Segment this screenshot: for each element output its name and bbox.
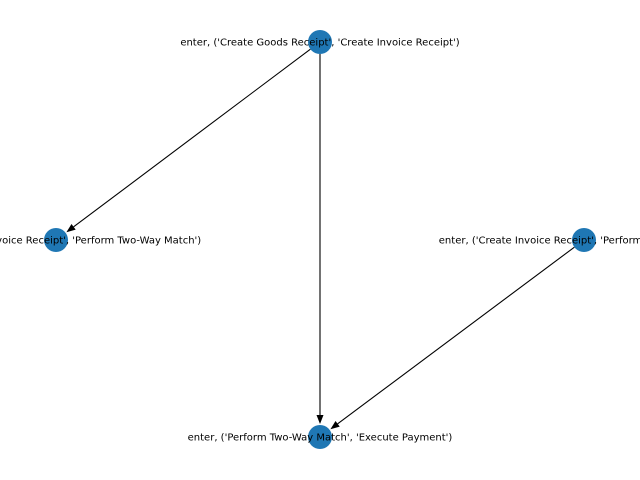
graph-node-n1 (308, 30, 332, 54)
labels-layer: enter, ('Create Goods Receipt', 'Create … (0, 38, 640, 444)
node-label-n4: enter, ('Perform Two-Way Match', 'Execut… (188, 433, 453, 444)
node-label-n2: enter, ('Create Invoice Receipt', 'Perfo… (0, 236, 201, 247)
arrowhead-n1-n4 (316, 415, 324, 424)
arrowhead-n1-n2 (66, 224, 76, 233)
edge-n3-n4 (337, 246, 575, 425)
graph-node-n4 (308, 425, 332, 449)
arrowhead-n3-n4 (330, 421, 340, 430)
graph-node-n3 (572, 228, 596, 252)
node-label-n1: enter, ('Create Goods Receipt', 'Create … (180, 38, 459, 49)
edges-layer (66, 48, 575, 430)
node-label-n3: enter, ('Create Invoice Receipt', 'Perfo… (439, 236, 640, 247)
nodes-layer (44, 30, 596, 449)
graph-node-n2 (44, 228, 68, 252)
edge-n1-n2 (73, 48, 311, 228)
